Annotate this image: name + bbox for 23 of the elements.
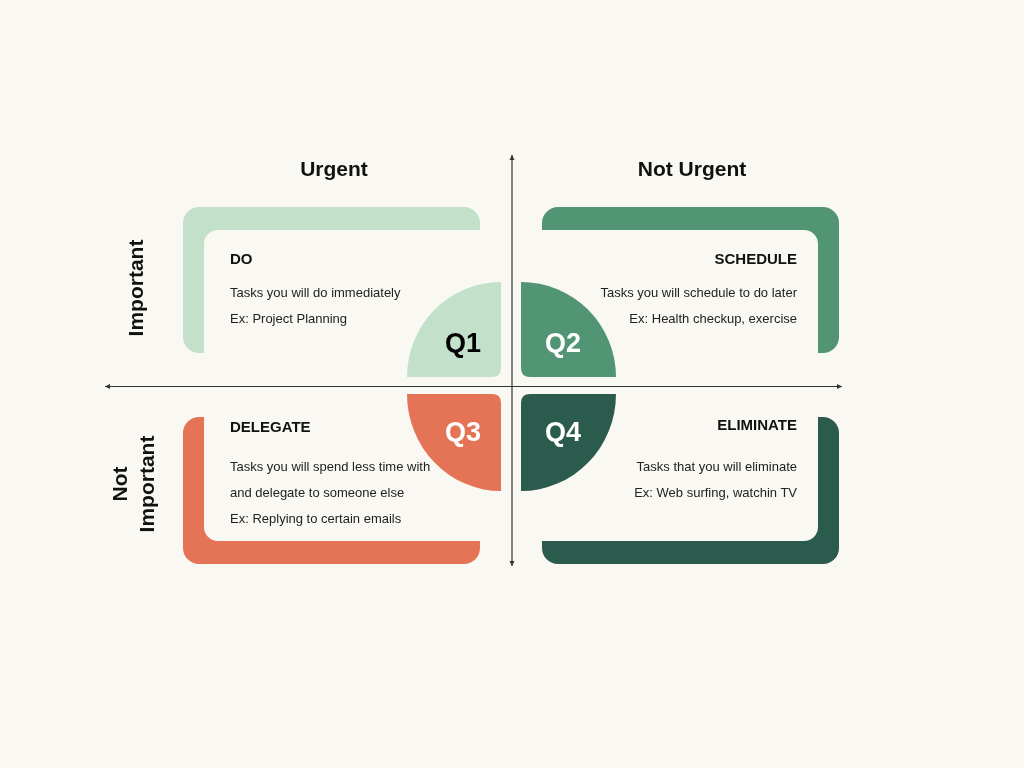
quadrant-title: DO xyxy=(230,251,253,267)
task-description: Tasks that you will eliminate xyxy=(636,458,797,476)
quadrant-number: Q1 xyxy=(445,328,481,358)
quarter-circle-badge xyxy=(407,282,501,377)
axis-label: Not Urgent xyxy=(637,155,747,182)
axis-label: Important xyxy=(122,239,148,337)
quadrant-number: Q4 xyxy=(545,417,581,447)
quadrant-number: Q2 xyxy=(545,328,581,358)
task-description: Ex: Project Planning xyxy=(230,310,348,328)
task-description: Ex: Health checkup, exercise xyxy=(629,310,797,328)
quadrant-title: SCHEDULE xyxy=(714,251,797,267)
quadrant-title: DELEGATE xyxy=(230,419,311,435)
task-description: Tasks you will spend less time with and delegate to someone else xyxy=(230,458,432,502)
task-description: Tasks you will do immediately xyxy=(230,284,401,302)
axis-label: Not Important xyxy=(107,434,159,535)
quadrant-number: Q3 xyxy=(445,417,481,447)
quadrant-title: ELIMINATE xyxy=(717,417,797,433)
task-description: Ex: Web surfing, watchin TV xyxy=(634,484,797,502)
task-description: Tasks you will schedule to do later xyxy=(600,284,797,302)
axis-label: Urgent xyxy=(300,155,368,182)
quarter-circle-badge xyxy=(407,394,501,491)
quarter-circle-badge xyxy=(521,394,616,491)
task-description: Ex: Replying to certain emails xyxy=(230,510,402,528)
